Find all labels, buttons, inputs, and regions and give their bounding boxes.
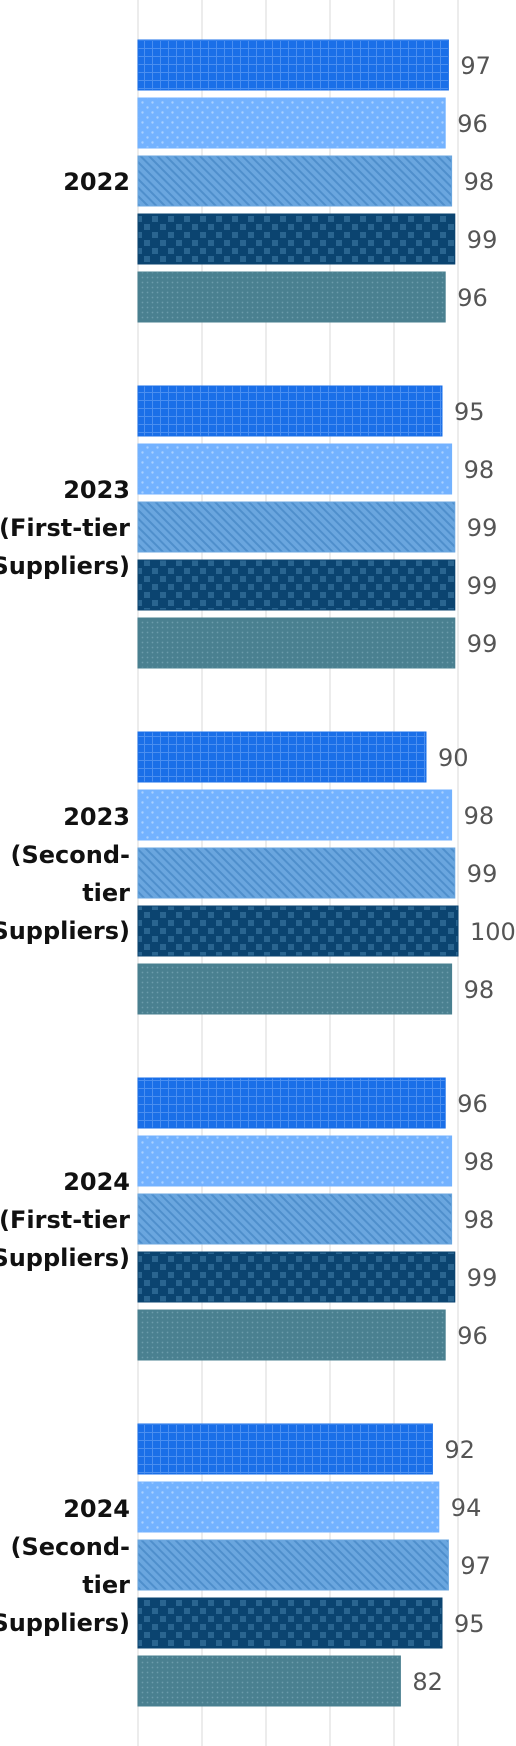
bar-cat3-series3 [137, 1251, 456, 1303]
bar-cat1-series2 [137, 501, 456, 553]
bar-cat4-series0 [137, 1423, 433, 1475]
value-label-cat1-series3: 99 [467, 572, 498, 600]
value-label-cat3-series2: 98 [464, 1206, 495, 1234]
bars [137, 39, 459, 1707]
value-label-cat4-series0: 92 [444, 1436, 475, 1464]
bar-cat0-series1 [137, 97, 446, 149]
value-label-cat2-series3: 100 [470, 918, 516, 946]
value-label-cat1-series4: 99 [467, 630, 498, 658]
bar-cat3-series2 [137, 1193, 453, 1245]
value-label-cat4-series4: 82 [412, 1668, 443, 1696]
value-label-cat2-series0: 90 [438, 744, 469, 772]
bar-cat2-series1 [137, 789, 453, 841]
bar-cat0-series4 [137, 271, 446, 323]
bar-cat1-series3 [137, 559, 456, 611]
bar-cat3-series0 [137, 1077, 446, 1129]
bar-cat0-series3 [137, 213, 456, 265]
bar-cat3-series1 [137, 1135, 453, 1187]
value-label-cat2-series1: 98 [464, 802, 495, 830]
bar-cat2-series4 [137, 963, 453, 1015]
value-label-cat3-series4: 96 [457, 1322, 488, 1350]
bar-cat1-series0 [137, 385, 443, 437]
bar-cat1-series1 [137, 443, 453, 495]
value-label-cat0-series1: 96 [457, 110, 488, 138]
category-label-0: 2022 [63, 168, 130, 196]
value-label-cat2-series2: 99 [467, 860, 498, 888]
bar-cat3-series4 [137, 1309, 446, 1361]
value-label-cat2-series4: 98 [464, 976, 495, 1004]
bar-cat4-series1 [137, 1481, 440, 1533]
value-label-cat3-series0: 96 [457, 1090, 488, 1118]
value-label-cat1-series2: 99 [467, 514, 498, 542]
bar-cat4-series4 [137, 1655, 401, 1707]
bar-cat2-series3 [137, 905, 459, 957]
value-label-cat1-series0: 95 [454, 398, 485, 426]
value-label-cat4-series2: 97 [460, 1552, 491, 1580]
bar-cat1-series4 [137, 617, 456, 669]
value-label-cat0-series2: 98 [464, 168, 495, 196]
bar-cat0-series2 [137, 155, 453, 207]
value-label-cat3-series1: 98 [464, 1148, 495, 1176]
bar-cat0-series0 [137, 39, 449, 91]
value-label-cat1-series1: 98 [464, 456, 495, 484]
bar-cat2-series2 [137, 847, 456, 899]
value-label-cat0-series4: 96 [457, 284, 488, 312]
bar-cat4-series3 [137, 1597, 443, 1649]
value-label-cat4-series1: 94 [451, 1494, 482, 1522]
bar-cat4-series2 [137, 1539, 449, 1591]
value-label-cat0-series3: 99 [467, 226, 498, 254]
value-label-cat0-series0: 97 [460, 52, 491, 80]
value-label-cat3-series3: 99 [467, 1264, 498, 1292]
value-label-cat4-series3: 95 [454, 1610, 485, 1638]
bar-cat2-series0 [137, 731, 427, 783]
